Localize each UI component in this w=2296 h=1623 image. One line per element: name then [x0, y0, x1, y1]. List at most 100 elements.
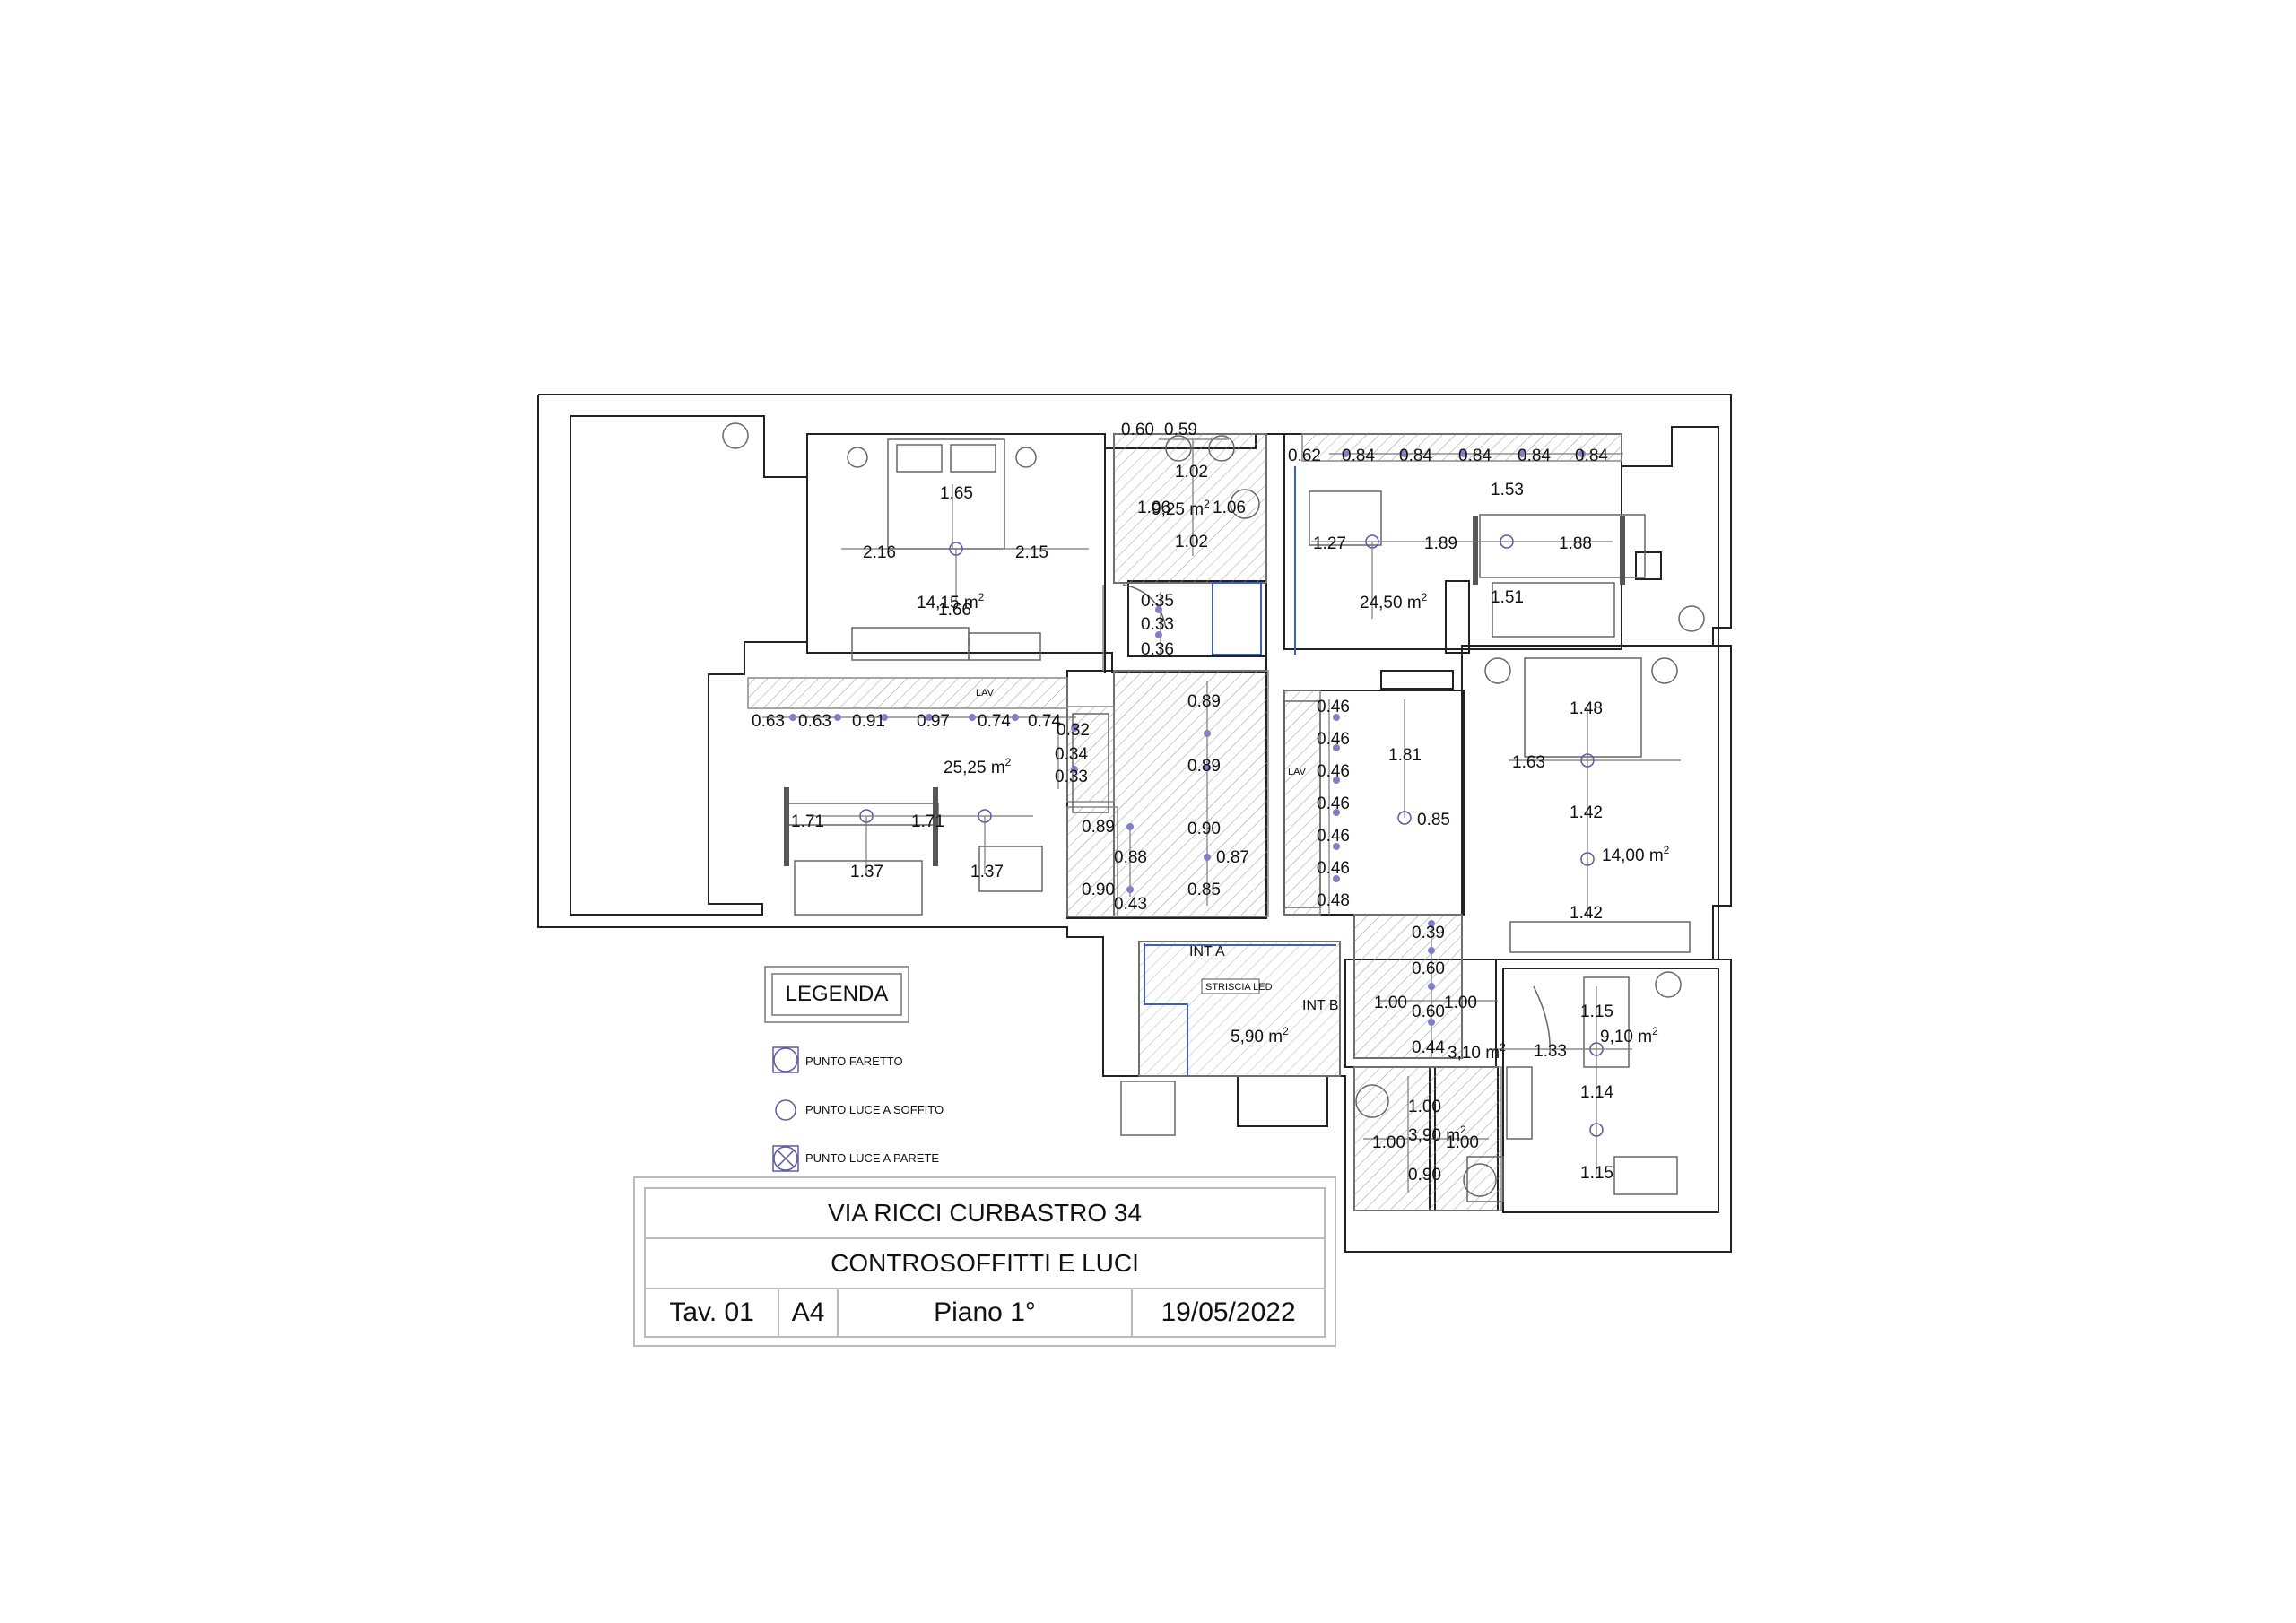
- svg-text:INT A: INT A: [1189, 944, 1225, 959]
- ceiling-light-points: [859, 534, 1604, 1137]
- svg-text:9,25 m2: 9,25 m2: [1152, 498, 1210, 519]
- sheet-number: Tav. 01: [646, 1289, 780, 1336]
- svg-text:3,10 m2: 3,10 m2: [1448, 1041, 1506, 1063]
- room-labels: LAV LAV INT A INT B STRISCIA LED: [976, 688, 1339, 1013]
- title-subject: CONTROSOFFITTI E LUCI: [644, 1237, 1326, 1289]
- svg-text:0.46: 0.46: [1317, 859, 1350, 878]
- svg-text:INT B: INT B: [1302, 998, 1339, 1013]
- svg-text:1.14: 1.14: [1580, 1083, 1613, 1102]
- title-block: VIA RICCI CURBASTRO 34 CONTROSOFFITTI E …: [633, 1176, 1336, 1347]
- svg-text:0.35: 0.35: [1141, 592, 1174, 611]
- svg-text:1.27: 1.27: [1313, 534, 1346, 553]
- svg-text:0.60: 0.60: [1121, 421, 1154, 439]
- svg-text:0.63: 0.63: [752, 712, 785, 731]
- svg-text:1.42: 1.42: [1570, 803, 1603, 822]
- svg-text:0.89: 0.89: [1082, 818, 1115, 837]
- ceiling-light-icon: [859, 809, 874, 823]
- ceiling-light-icon: [1589, 1123, 1604, 1137]
- svg-text:0.85: 0.85: [1187, 881, 1221, 899]
- ceiling-light-icon: [1580, 753, 1595, 768]
- svg-text:1.71: 1.71: [911, 812, 944, 831]
- svg-text:0.88: 0.88: [1114, 848, 1147, 867]
- svg-text:2.16: 2.16: [863, 543, 896, 562]
- svg-text:14,15 m2: 14,15 m2: [917, 591, 985, 612]
- svg-text:0.60: 0.60: [1412, 1002, 1445, 1021]
- svg-text:1.66: 1.66: [938, 601, 971, 620]
- legend-labels: PUNTO FARETTO PUNTO LUCE A SOFFITO PUNTO…: [805, 1055, 944, 1165]
- svg-text:0.90: 0.90: [1187, 820, 1221, 838]
- svg-text:0.87: 0.87: [1216, 848, 1249, 867]
- svg-text:1.88: 1.88: [1559, 534, 1592, 553]
- spotlight-icon: [773, 1047, 798, 1072]
- ceiling-light-icon: [1589, 1042, 1604, 1056]
- ceiling-light-icon: [949, 542, 963, 556]
- svg-text:0.59: 0.59: [1164, 421, 1197, 439]
- svg-text:PUNTO LUCE A SOFFITO: PUNTO LUCE A SOFFITO: [805, 1103, 944, 1116]
- svg-text:1.15: 1.15: [1580, 1164, 1613, 1183]
- svg-text:LAV: LAV: [976, 688, 995, 699]
- spotlight-points: [789, 450, 1586, 1026]
- svg-text:0.46: 0.46: [1317, 762, 1350, 781]
- svg-text:1.42: 1.42: [1570, 904, 1603, 923]
- date-label: 19/05/2022: [1161, 1298, 1296, 1327]
- svg-text:1.00: 1.00: [1408, 1098, 1441, 1116]
- svg-text:LAV: LAV: [1288, 767, 1307, 777]
- svg-text:0.60: 0.60: [1412, 959, 1445, 978]
- svg-text:1.00: 1.00: [1372, 1133, 1405, 1152]
- svg-text:0.74: 0.74: [1028, 712, 1061, 731]
- svg-text:9,10 m2: 9,10 m2: [1600, 1025, 1658, 1046]
- svg-text:1.06: 1.06: [1213, 499, 1246, 517]
- ceiling-light-icon: [1365, 534, 1379, 549]
- svg-text:3,90 m2: 3,90 m2: [1408, 1124, 1466, 1145]
- svg-text:1.00: 1.00: [1444, 994, 1477, 1012]
- svg-text:1.71: 1.71: [791, 812, 824, 831]
- svg-text:1.00: 1.00: [1374, 994, 1407, 1012]
- svg-text:0.84: 0.84: [1458, 447, 1492, 465]
- svg-text:0.46: 0.46: [1317, 698, 1350, 716]
- svg-text:1.00: 1.00: [1446, 1133, 1479, 1152]
- false-ceiling-zones: [747, 433, 1622, 1211]
- svg-text:2.15: 2.15: [1015, 543, 1048, 562]
- svg-text:1.37: 1.37: [850, 863, 883, 881]
- svg-text:0.34: 0.34: [1055, 745, 1088, 764]
- svg-text:25,25 m2: 25,25 m2: [944, 756, 1012, 777]
- paper-format: A4: [779, 1289, 839, 1336]
- svg-text:0.39: 0.39: [1412, 924, 1445, 942]
- svg-text:24,50 m2: 24,50 m2: [1360, 591, 1428, 612]
- svg-text:1.06: 1.06: [1137, 499, 1170, 517]
- svg-text:PUNTO LUCE A PARETE: PUNTO LUCE A PARETE: [805, 1151, 939, 1165]
- legend-title: LEGENDA: [771, 973, 902, 1016]
- dimension-labels: 1.65 2.16 2.15 1.66 0.63 0.63 0.91 0.97 …: [752, 421, 1613, 1185]
- svg-text:0.89: 0.89: [1187, 692, 1221, 711]
- svg-text:0.32: 0.32: [1057, 721, 1090, 740]
- svg-text:14,00 m2: 14,00 m2: [1602, 844, 1670, 865]
- floor-label: Piano 1°: [839, 1289, 1134, 1336]
- svg-text:0.44: 0.44: [1412, 1038, 1445, 1057]
- title-info-row: Tav. 01 A4 Piano 1° 19/05/2022: [644, 1288, 1326, 1338]
- svg-text:1.48: 1.48: [1570, 699, 1603, 718]
- svg-text:0.43: 0.43: [1114, 895, 1147, 914]
- svg-text:1.33: 1.33: [1534, 1042, 1567, 1061]
- svg-text:1.63: 1.63: [1512, 753, 1545, 772]
- svg-text:5,90 m2: 5,90 m2: [1231, 1025, 1289, 1046]
- ceiling-light-icon: [1580, 852, 1595, 866]
- svg-text:0.84: 0.84: [1399, 447, 1432, 465]
- svg-text:0.46: 0.46: [1317, 827, 1350, 846]
- svg-text:1.89: 1.89: [1424, 534, 1457, 553]
- svg-text:0.46: 0.46: [1317, 794, 1350, 813]
- svg-text:0.74: 0.74: [978, 712, 1011, 731]
- wall-light-icon: [772, 1145, 799, 1172]
- svg-text:0.84: 0.84: [1518, 447, 1551, 465]
- dimension-lines: [762, 438, 1681, 1193]
- ceiling-light-icon: [1500, 534, 1514, 549]
- svg-text:0.84: 0.84: [1575, 447, 1608, 465]
- svg-text:1.51: 1.51: [1491, 588, 1524, 607]
- ceiling-light-icon: [978, 809, 992, 823]
- legend-symbols: [772, 1046, 799, 1172]
- svg-text:0.63: 0.63: [798, 712, 831, 731]
- svg-text:0.33: 0.33: [1055, 768, 1088, 786]
- svg-text:PUNTO FARETTO: PUNTO FARETTO: [805, 1055, 903, 1068]
- svg-text:0.89: 0.89: [1187, 757, 1221, 776]
- svg-text:1.02: 1.02: [1175, 533, 1208, 551]
